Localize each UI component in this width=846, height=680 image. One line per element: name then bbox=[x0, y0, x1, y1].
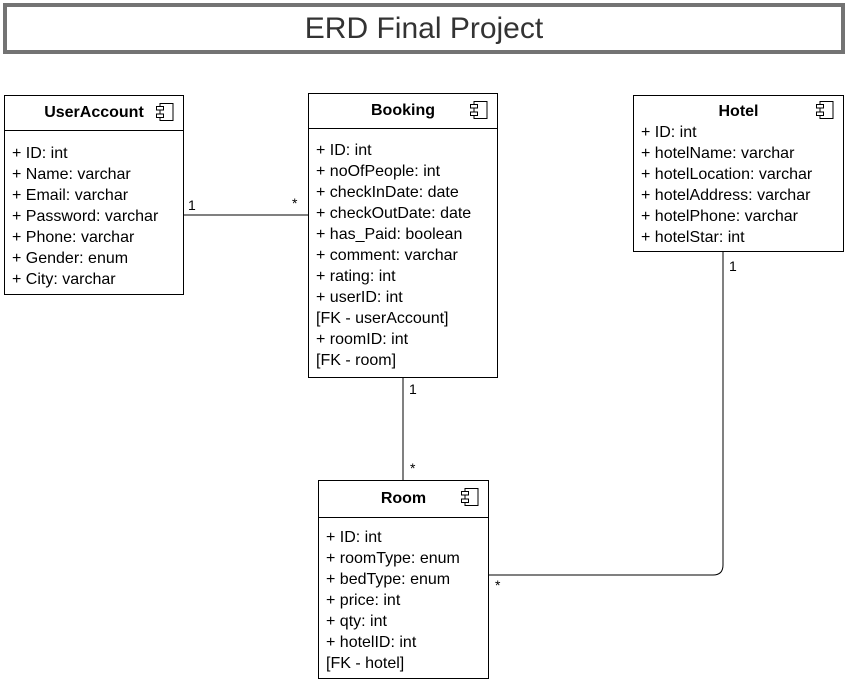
booking-room-mult-booking: 1 bbox=[409, 381, 417, 397]
attribute: + Phone: varchar bbox=[12, 229, 135, 246]
hotel-room-mult-room: * bbox=[495, 577, 501, 593]
attribute: + Gender: enum bbox=[12, 250, 129, 267]
attribute: + comment: varchar bbox=[316, 247, 458, 264]
attribute: + ID: int bbox=[12, 145, 68, 162]
user-booking-mult-user: 1 bbox=[188, 197, 196, 213]
component-icon bbox=[470, 101, 488, 119]
attribute: + roomID: int bbox=[316, 331, 409, 348]
entity-header: Booking bbox=[309, 94, 497, 129]
entity-header: Hotel bbox=[634, 96, 843, 129]
attribute: [FK - room] bbox=[316, 352, 397, 369]
entity-name: Hotel bbox=[718, 103, 759, 120]
attribute: + checkOutDate: date bbox=[316, 205, 472, 222]
attribute: [FK - userAccount] bbox=[316, 310, 449, 327]
component-icon bbox=[461, 488, 479, 506]
component-icon bbox=[816, 101, 834, 119]
attribute: + hotelID: int bbox=[326, 634, 417, 651]
attribute: + Password: varchar bbox=[12, 208, 159, 225]
entity-booking[interactable]: Booking + ID: int + noOfPeople: int + ch… bbox=[308, 93, 498, 378]
hotel-room-mult-hotel: 1 bbox=[729, 258, 737, 274]
attribute: + checkInDate: date bbox=[316, 184, 459, 201]
attribute-list: + ID: int + noOfPeople: int + checkInDat… bbox=[309, 129, 497, 371]
attribute: + price: int bbox=[326, 592, 401, 609]
attribute: + roomType: enum bbox=[326, 550, 460, 567]
entity-name: Room bbox=[380, 490, 427, 507]
attribute-list: + ID: int + hotelName: varchar + hotelLo… bbox=[634, 122, 843, 248]
attribute-list: + ID: int + Name: varchar + Email: varch… bbox=[5, 131, 183, 290]
attribute: + Name: varchar bbox=[12, 166, 131, 183]
attribute: + has_Paid: boolean bbox=[316, 226, 463, 243]
attribute: + bedType: enum bbox=[326, 571, 451, 588]
attribute: + ID: int bbox=[316, 142, 372, 159]
attribute: + hotelPhone: varchar bbox=[641, 208, 798, 225]
attribute: + hotelLocation: varchar bbox=[641, 166, 813, 183]
entity-header: UserAccount bbox=[5, 96, 183, 131]
entity-hotel[interactable]: Hotel + ID: int + hotelName: varchar + h… bbox=[633, 95, 844, 252]
component-icon bbox=[156, 103, 174, 121]
attribute: + hotelName: varchar bbox=[641, 145, 795, 162]
attribute: [FK - hotel] bbox=[326, 655, 405, 672]
entity-useraccount[interactable]: UserAccount + ID: int + Name: varchar + … bbox=[4, 95, 184, 295]
attribute: + ID: int bbox=[641, 124, 697, 141]
hotel-room-line bbox=[489, 252, 724, 576]
entity-header: Room bbox=[319, 481, 488, 518]
attribute-list: + ID: int + roomType: enum + bedType: en… bbox=[319, 518, 488, 674]
attribute: + noOfPeople: int bbox=[316, 163, 441, 180]
diagram-title: ERD Final Project bbox=[304, 11, 544, 45]
entity-name: UserAccount bbox=[44, 104, 144, 121]
entity-name: Booking bbox=[371, 102, 435, 119]
attribute: + qty: int bbox=[326, 613, 387, 630]
user-booking-mult-booking: * bbox=[292, 195, 298, 211]
attribute: + Email: varchar bbox=[12, 187, 129, 204]
booking-room-mult-room: * bbox=[410, 460, 416, 476]
diagram-title-box: ERD Final Project bbox=[3, 3, 845, 54]
attribute: + ID: int bbox=[326, 529, 382, 546]
attribute: + userID: int bbox=[316, 289, 403, 306]
attribute: + hotelAddress: varchar bbox=[641, 187, 811, 204]
attribute: + City: varchar bbox=[12, 271, 116, 288]
attribute: + rating: int bbox=[316, 268, 396, 285]
attribute: + hotelStar: int bbox=[641, 229, 745, 246]
entity-room[interactable]: Room + ID: int + roomType: enum + bedTyp… bbox=[318, 480, 489, 679]
